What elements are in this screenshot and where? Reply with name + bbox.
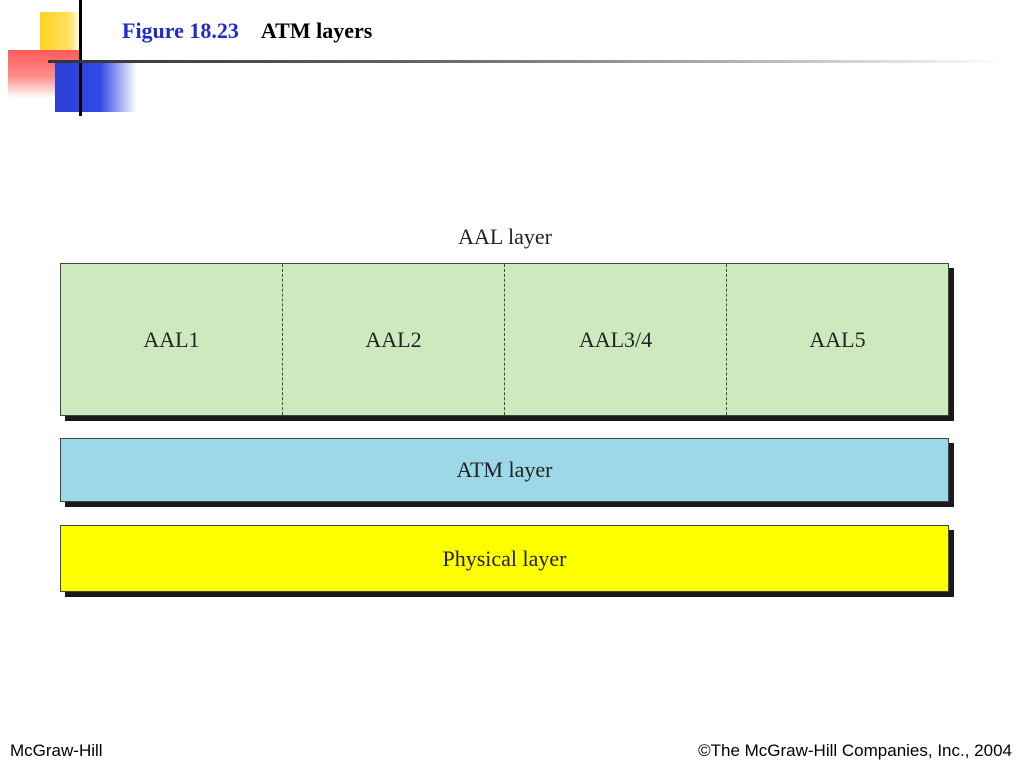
aal1-cell: AAL1 [61, 264, 283, 415]
aal34-cell: AAL3/4 [505, 264, 727, 415]
footer-publisher: McGraw-Hill [10, 741, 103, 760]
decorative-blue-block [55, 62, 137, 112]
aal-layer-label: AAL layer [458, 224, 552, 249]
aal5-cell: AAL5 [809, 326, 866, 352]
physical-layer-box: Physical layer [60, 525, 949, 592]
footer-copyright: ©The McGraw-Hill Companies, Inc., 2004 [698, 741, 1012, 760]
figure-number: Figure 18.23 [122, 18, 239, 43]
slide-title: Figure 18.23 ATM layers [122, 18, 372, 44]
decorative-horizontal-rule [48, 60, 1008, 63]
figure-title: ATM layers [260, 18, 373, 43]
decorative-vertical-rule [79, 0, 82, 116]
aal2-cell: AAL2 [283, 264, 505, 415]
atm-layer-box: ATM layer [60, 438, 949, 502]
aal-layer-box: AAL1 AAL2 AAL3/4 AAL5 [60, 263, 949, 416]
